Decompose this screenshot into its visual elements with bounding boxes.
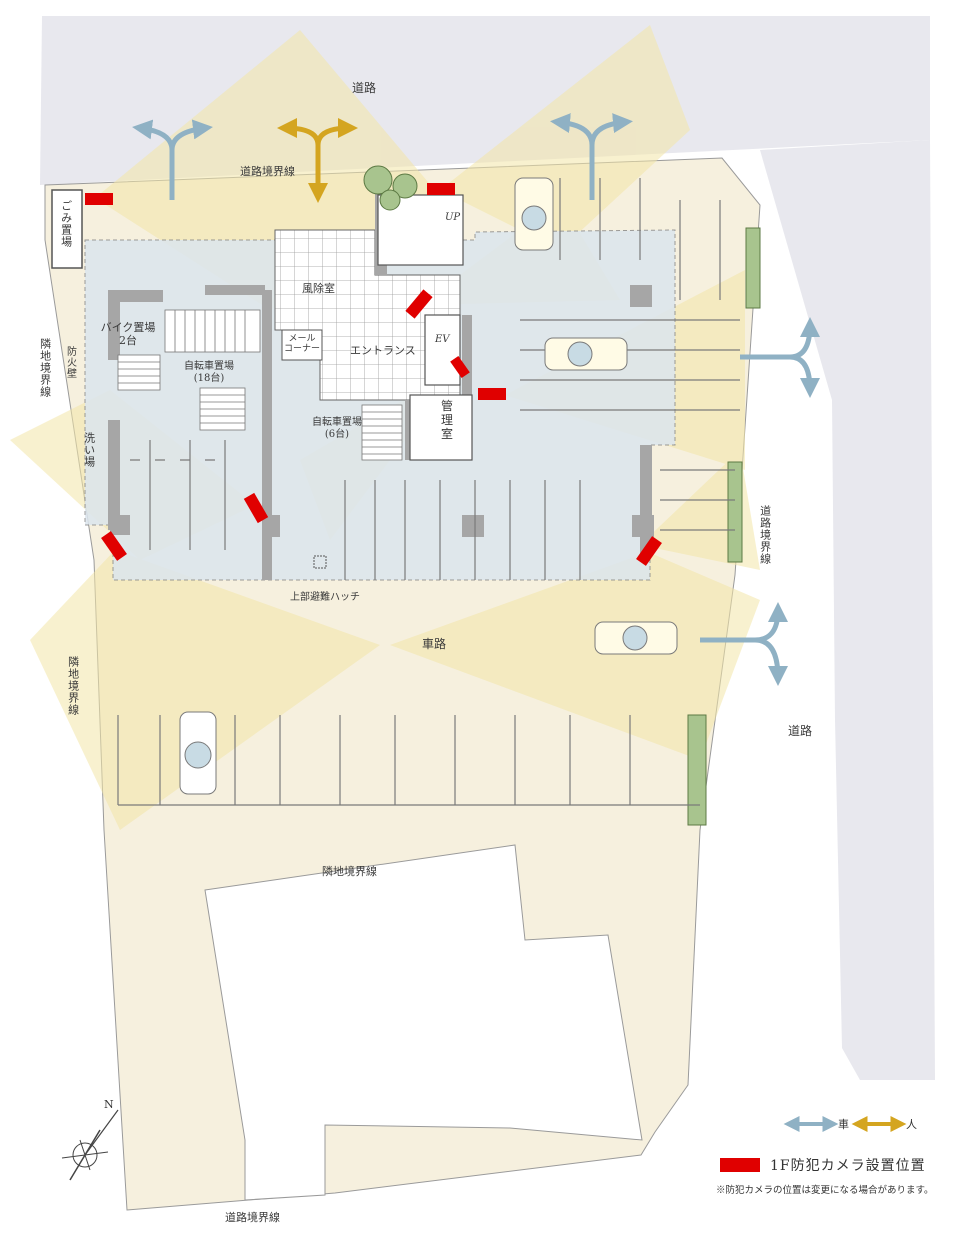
security-cameras xyxy=(85,183,662,566)
evacuation-hatch-mark xyxy=(313,555,327,569)
label-windbreak-room: 風除室 xyxy=(302,282,335,295)
legend-person-label: 人 xyxy=(906,1118,917,1131)
legend-note: ※防犯カメラの位置は変更になる場合があります。 xyxy=(716,1185,934,1196)
label-neighbor-boundary-left-lower: 隣地境界線 xyxy=(66,656,80,716)
legend-graphics xyxy=(720,1116,907,1172)
label-bike-parking-name: バイク置場 xyxy=(100,321,156,334)
stairs xyxy=(117,309,403,461)
garbage-area xyxy=(51,189,83,269)
label-bike-parking-count: 2台 xyxy=(119,333,137,347)
label-mail-corner-line2: コーナー xyxy=(283,344,320,355)
camera-7 xyxy=(101,531,127,561)
camera-3 xyxy=(405,289,433,319)
camera-1 xyxy=(85,193,113,205)
label-road-right: 道路 xyxy=(788,724,813,738)
mail-corner xyxy=(281,329,323,361)
label-bike-parking: バイク置場 2台 xyxy=(100,321,156,347)
label-up: UP xyxy=(445,212,461,223)
label-neighbor-boundary-left-upper: 隣地境界線 xyxy=(38,338,52,398)
car-flow-arrows xyxy=(132,113,820,686)
parking-bays-right xyxy=(520,178,740,531)
label-management-room-3: 室 xyxy=(440,426,453,441)
compass-icon xyxy=(61,1109,119,1181)
label-bicycle-parking-center: 自転車置場 (6台) xyxy=(306,417,368,440)
label-bicycle-parking-center-count: (6台) xyxy=(324,428,350,440)
road-right xyxy=(760,140,935,1080)
label-road-top: 道路 xyxy=(352,81,377,95)
camera-6 xyxy=(243,492,269,524)
label-bicycle-parking-center-name: 自転車置場 xyxy=(312,417,362,428)
camera-4 xyxy=(450,355,470,379)
label-road-boundary-right: 道路境界線 xyxy=(758,505,772,565)
label-ev: EV xyxy=(435,334,450,345)
label-neighbor-boundary-bottom: 隣地境界線 xyxy=(322,865,377,878)
label-bicycle-parking-left-name: 自転車置場 xyxy=(184,361,234,372)
label-bicycle-parking-left: 自転車置場 (18台) xyxy=(178,361,240,384)
legend-car-label: 車 xyxy=(838,1118,849,1131)
label-mail-corner: メール コーナー xyxy=(280,334,324,355)
label-driveway: 車路 xyxy=(422,637,447,651)
camera-5 xyxy=(478,388,506,400)
parking-bays-bottom xyxy=(117,715,700,806)
planters xyxy=(363,165,761,826)
compass-north-label: N xyxy=(104,1098,114,1111)
label-garbage: ごみ置場 xyxy=(59,200,73,248)
management-room xyxy=(409,394,473,461)
label-washing-area: 洗い場 xyxy=(82,432,96,468)
elevator xyxy=(424,314,461,386)
label-management-room-2: 理 xyxy=(440,412,453,427)
label-mail-corner-line1: メール xyxy=(288,334,316,344)
camera-2 xyxy=(427,183,455,195)
camera-8 xyxy=(636,536,662,566)
label-management-room-1: 管 xyxy=(440,399,453,413)
neighbor-lot xyxy=(204,844,643,1201)
legend-camera-swatch xyxy=(720,1158,760,1172)
person-flow-arrows xyxy=(277,118,358,203)
label-bicycle-parking-left-count: (18台) xyxy=(193,372,225,384)
bicycle-parking-marks xyxy=(130,440,581,580)
label-evacuation-hatch: 上部避難ハッチ xyxy=(290,592,360,603)
legend-camera-label: 1F防犯カメラ設置位置 xyxy=(770,1158,926,1174)
label-entrance: エントランス xyxy=(350,344,416,357)
label-road-boundary-top: 道路境界線 xyxy=(240,165,295,178)
cars xyxy=(179,177,678,795)
label-road-boundary-bottom: 道路境界線 xyxy=(225,1211,280,1224)
label-firewall: 防火壁 xyxy=(64,346,76,379)
label-management-room: 管 理 室 xyxy=(438,399,456,441)
